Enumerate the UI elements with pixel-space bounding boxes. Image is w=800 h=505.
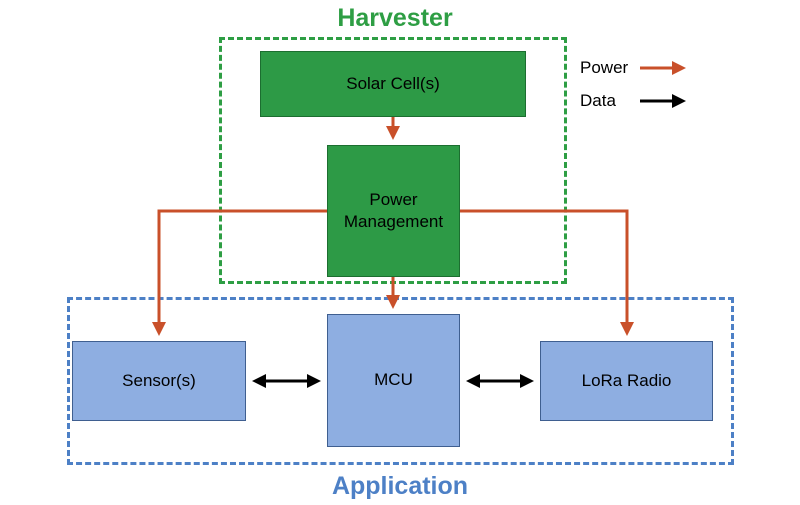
application-title: Application: [331, 472, 469, 500]
harvester-title: Harvester: [337, 4, 453, 32]
power-arrow-pm-to-lora: [460, 209, 634, 336]
power-arrow-pm-to-sensor: [152, 209, 327, 336]
lora-radio-block: LoRa Radio: [540, 341, 713, 421]
sensor-block: Sensor(s): [72, 341, 246, 421]
application-group-box: [67, 297, 734, 465]
legend-data-label: Data: [580, 91, 616, 110]
mcu-block: MCU: [327, 314, 460, 447]
solar-cell-block: Solar Cell(s): [260, 51, 526, 117]
power-management-block: Power Management: [327, 145, 460, 277]
legend-power-label: Power: [580, 58, 629, 77]
